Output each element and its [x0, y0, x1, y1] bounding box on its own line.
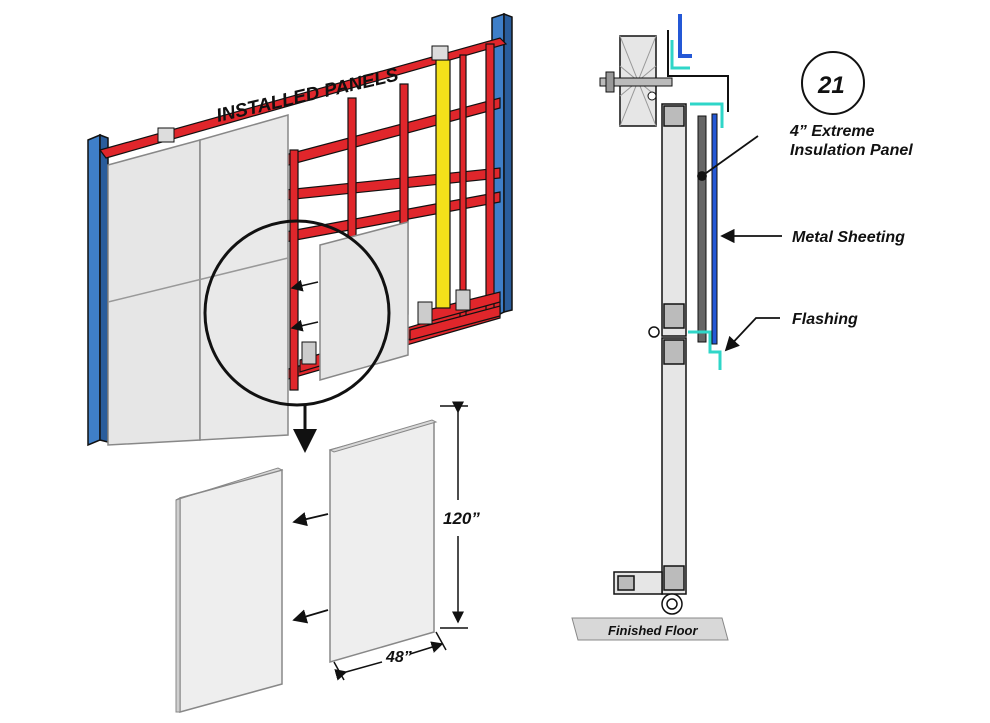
right-column — [491, 12, 513, 320]
loose-panel-right — [328, 419, 438, 663]
insulation-panel — [697, 115, 707, 343]
metal-sheeting-label: Metal Sheeting — [792, 229, 905, 246]
insulation-label-line2: Insulation Panel — [790, 142, 913, 159]
height-dimension-label: 120” — [443, 509, 480, 528]
yellow-post — [431, 45, 451, 309]
installed-panels-title: INSTALLED PANELS — [214, 64, 400, 126]
upper-panel — [661, 103, 687, 337]
flashing-leader — [724, 317, 780, 352]
z-flashing — [690, 102, 724, 128]
bottom-track — [613, 571, 683, 615]
loose-panels: 120” 48” — [175, 401, 480, 713]
metal-sheeting — [711, 113, 718, 345]
finished-floor — [571, 617, 729, 641]
section-detail: Finished Floor 21 4” Extreme Insulation … — [571, 14, 913, 641]
top-sheet-edge — [678, 14, 692, 58]
top-flashing — [670, 40, 690, 70]
flashing-label: Flashing — [792, 311, 858, 328]
loose-panel-left — [175, 467, 284, 713]
lower-flashing — [688, 330, 722, 370]
installed-panels — [107, 114, 289, 446]
height-dimension — [440, 401, 468, 629]
insulation-leader — [697, 135, 759, 181]
insulation-label-line1: 4” Extreme — [789, 123, 875, 140]
hinge — [648, 326, 660, 338]
isometric-wall-view: INSTALLED PANELS — [87, 12, 513, 453]
detail-number-circle — [801, 51, 865, 115]
panel-brackets — [301, 289, 471, 365]
detail-callout-circle — [203, 219, 391, 407]
top-cap — [667, 30, 729, 112]
finished-floor-label: Finished Floor — [608, 623, 698, 638]
install-arrows — [290, 279, 319, 332]
detail-number: 21 — [817, 72, 845, 99]
left-column — [87, 133, 109, 447]
lower-panel — [661, 337, 687, 595]
top-clip — [157, 127, 175, 143]
width-dimension-label: 48” — [385, 649, 412, 666]
width-dimension — [333, 631, 447, 681]
panel-arrows — [292, 512, 329, 624]
moving-panel — [319, 221, 409, 381]
anchor-bolt — [599, 71, 673, 101]
